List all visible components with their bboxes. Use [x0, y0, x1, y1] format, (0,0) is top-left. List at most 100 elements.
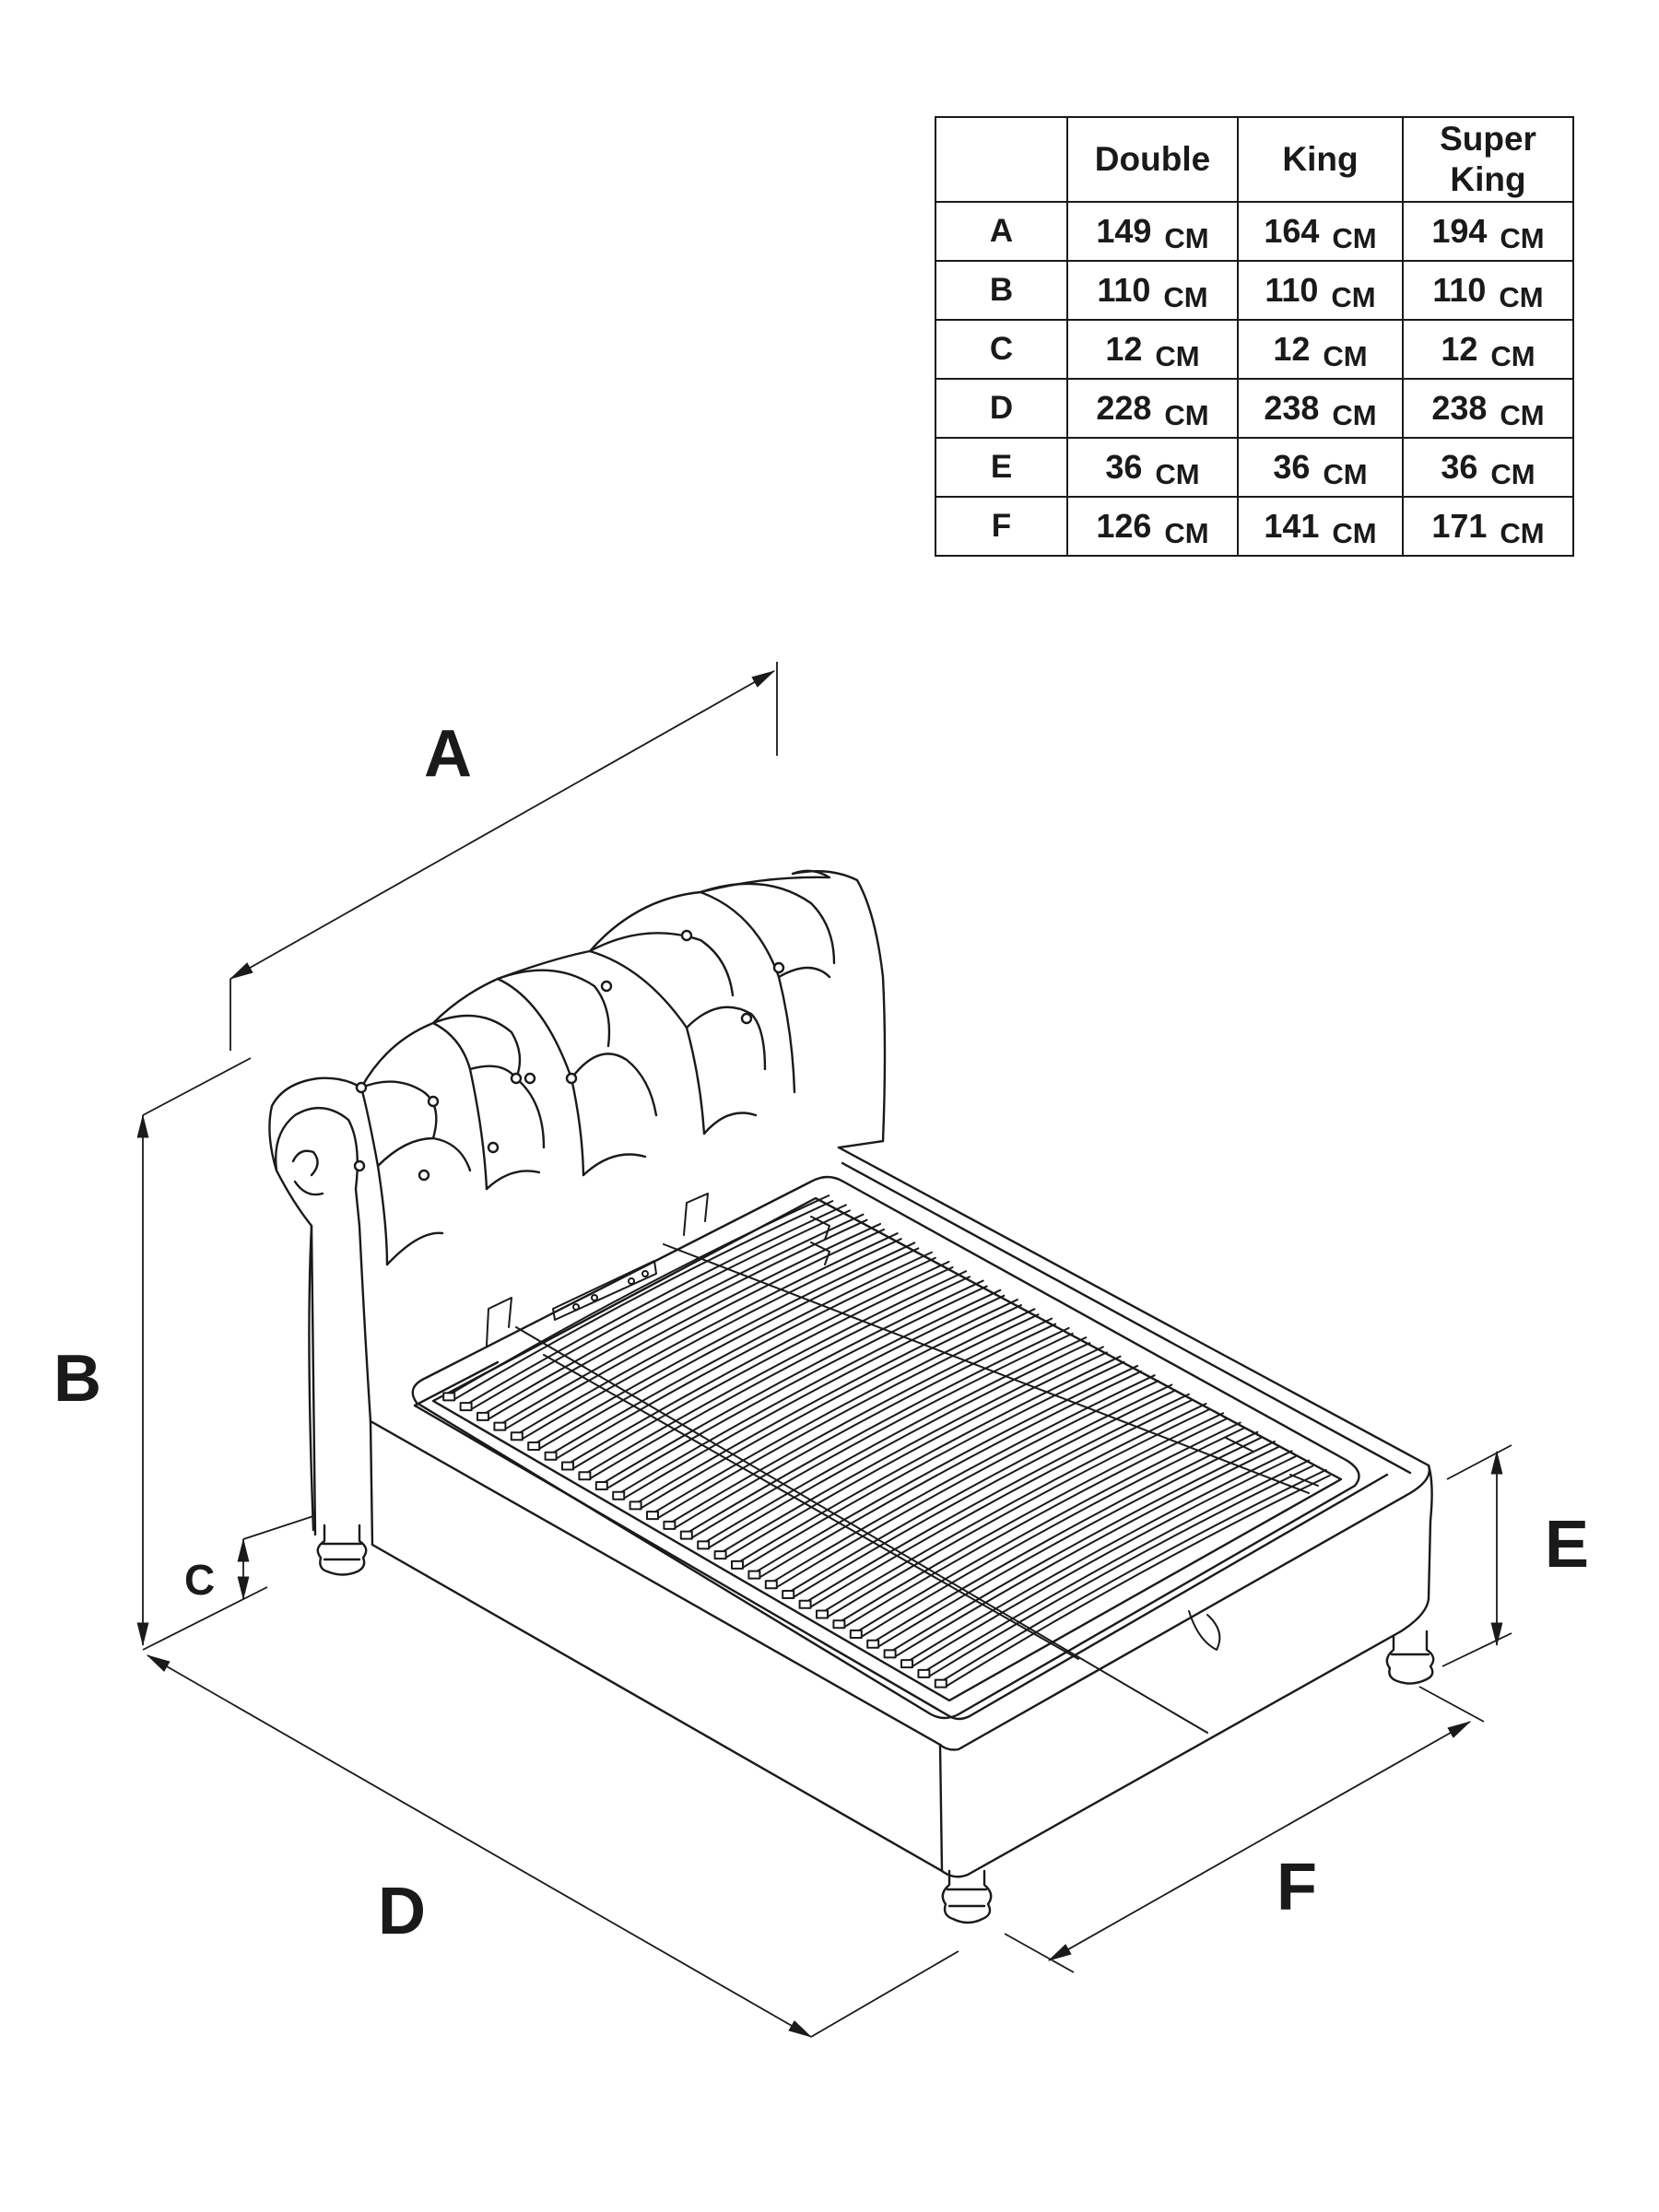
slat-clip [663, 1520, 677, 1530]
dim-d-ext-right [810, 1950, 959, 2038]
slat [668, 1317, 1053, 1524]
slat-edge [807, 1398, 1194, 1609]
foot-right [1385, 1630, 1435, 1685]
slat-clip [629, 1500, 642, 1511]
slat-edge [740, 1360, 1125, 1570]
cell-value: 141 [1264, 507, 1320, 545]
tuft-buttons [353, 929, 785, 1182]
base-far-inner [841, 1161, 1412, 1475]
slat-edge [688, 1332, 1074, 1540]
slat-clip [731, 1559, 744, 1570]
slat-edge [587, 1276, 971, 1481]
slat-clip [832, 1619, 846, 1630]
slat-edge [841, 1418, 1229, 1630]
slat-clip [442, 1392, 456, 1402]
label-e: E [1545, 1508, 1589, 1582]
tuft-row-2 [431, 1021, 488, 1191]
cell-unit: CM [1164, 399, 1209, 431]
header-king: King [1237, 116, 1404, 203]
base-front-side-bottom [371, 1543, 944, 1873]
cell-value: 171 [1431, 507, 1488, 545]
cell-value: 110 [1432, 271, 1487, 309]
slat [515, 1232, 899, 1436]
cell-unit: CM [1331, 281, 1376, 313]
cell-value: 12 [1441, 330, 1478, 368]
slat-edge [892, 1446, 1279, 1659]
slat [482, 1213, 865, 1416]
platform-frame-inner [431, 1196, 1343, 1702]
slat-edge [825, 1408, 1211, 1619]
cell-value: 238 [1431, 389, 1488, 427]
base-foot-top [938, 1464, 1430, 1751]
cell-unit: CM [1490, 340, 1535, 372]
slat [618, 1288, 1002, 1495]
base-foot-left-edge [938, 1743, 944, 1873]
slat [939, 1468, 1327, 1683]
slat [854, 1421, 1241, 1633]
slat-edge [553, 1256, 936, 1461]
slat [634, 1299, 1018, 1505]
dim-b-ext-top [142, 1057, 252, 1116]
slat [736, 1355, 1122, 1564]
header-double: Double [1066, 116, 1239, 203]
slat-edge [519, 1238, 902, 1441]
row-label: F [935, 496, 1068, 557]
dimension-labels: A B C D E F [53, 717, 1589, 1948]
dim-c-ext-bottom [142, 1586, 268, 1651]
slat [838, 1412, 1225, 1624]
cell-unit: CM [1332, 399, 1377, 431]
dim-e-ext-bottom [1441, 1632, 1512, 1667]
slat-edge [536, 1247, 920, 1452]
headboard-roll-detail [291, 1149, 319, 1177]
cell-unit: CM [1323, 340, 1368, 372]
slat-edge [858, 1427, 1245, 1639]
slat-edge [773, 1380, 1159, 1590]
cell-value: 164 [1264, 212, 1320, 250]
cell-value: 36 [1273, 448, 1311, 486]
headboard-back-right [837, 1139, 885, 1149]
slat-edge [571, 1266, 954, 1471]
slat-edge [638, 1304, 1022, 1511]
base-rail-inner-front [413, 1404, 1389, 1721]
headboard-roll [275, 1106, 372, 1423]
base-foot-right-edge [1427, 1464, 1433, 1601]
cell-value: 194 [1431, 212, 1488, 250]
slat-edge [706, 1342, 1091, 1550]
slat-clip [477, 1411, 489, 1421]
slat [600, 1279, 984, 1485]
slat-clip [459, 1402, 473, 1412]
cell-value: 12 [1273, 330, 1311, 368]
dim-a-line [229, 670, 776, 980]
slat [652, 1308, 1036, 1515]
slat-edge [604, 1285, 988, 1490]
slat-clip [816, 1609, 829, 1619]
cell-unit: CM [1155, 340, 1200, 372]
slat-edge [723, 1351, 1108, 1560]
slat-clip [866, 1639, 880, 1649]
table-cell: 12 CM [1237, 319, 1404, 380]
label-c: C [184, 1556, 215, 1604]
slat-edge [876, 1436, 1263, 1649]
slat-clip [544, 1451, 558, 1461]
slat-edge [926, 1465, 1314, 1678]
cell-value: 36 [1105, 448, 1143, 486]
label-f: F [1277, 1851, 1317, 1924]
slat-edge [910, 1455, 1297, 1669]
row-label: B [935, 260, 1068, 321]
slat-clip [713, 1550, 727, 1560]
slat [702, 1336, 1088, 1545]
slat-edge [757, 1370, 1143, 1580]
header-super-king: Super King [1402, 116, 1574, 203]
slat-clip [561, 1461, 574, 1471]
